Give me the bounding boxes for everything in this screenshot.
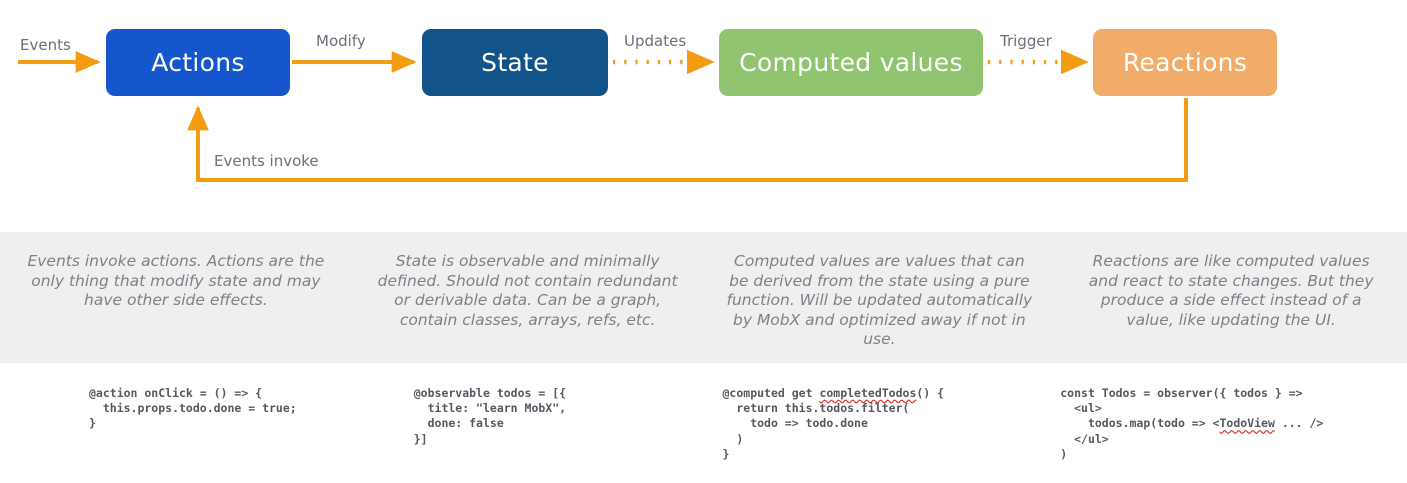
code-sample-reactions: const Todos = observer({ todos } => <ul>… (1060, 386, 1324, 461)
node-state[interactable]: State (422, 29, 608, 96)
description-text-reactions: Reactions are like computed values and r… (1088, 252, 1374, 329)
description-text-state: State is observable and minimally define… (377, 252, 678, 329)
description-text-actions: Events invoke actions. Actions are the o… (27, 252, 325, 309)
code-column-computed-values: @computed get completedTodos() { return … (704, 386, 1056, 483)
node-computed-values[interactable]: Computed values (719, 29, 983, 96)
arrow-reactions-to-actions-feedback (187, 98, 1188, 182)
node-reactions[interactable]: Reactions (1093, 29, 1277, 96)
code-sample-actions: @action onClick = () => { this.props.tod… (89, 386, 297, 431)
description-column-state: State is observable and minimally define… (352, 232, 704, 363)
description-column-actions: Events invoke actions. Actions are the o… (0, 232, 352, 363)
node-reactions-label: Reactions (1122, 48, 1248, 77)
edge-label-events: Events (20, 36, 71, 54)
edge-label-updates: Updates (624, 32, 687, 50)
code-sample-state: @observable todos = [{ title: "learn Mob… (413, 386, 567, 446)
code-column-reactions: const Todos = observer({ todos } => <ul>… (1055, 386, 1407, 483)
description-text-computed-values: Computed values are values that can be d… (726, 252, 1033, 348)
code-column-state: @observable todos = [{ title: "learn Mob… (352, 386, 704, 483)
description-band: Events invoke actions. Actions are the o… (0, 232, 1407, 363)
node-computed-values-label: Computed values (739, 48, 963, 77)
edge-label-events-invoke: Events invoke (214, 152, 319, 170)
code-column-actions: @action onClick = () => { this.props.tod… (0, 386, 352, 483)
description-column-reactions: Reactions are like computed values and r… (1055, 232, 1407, 363)
flow-diagram-canvas (18, 49, 1188, 182)
node-state-label: State (481, 48, 549, 77)
node-actions[interactable]: Actions (106, 29, 290, 96)
description-column-computed-values: Computed values are values that can be d… (704, 232, 1056, 363)
code-sample-computed-values: @computed get completedTodos() { return … (722, 386, 945, 461)
code-sample-row: @action onClick = () => { this.props.tod… (0, 386, 1407, 483)
edge-label-trigger: Trigger (1000, 32, 1052, 50)
edge-label-modify: Modify (316, 32, 366, 50)
node-actions-label: Actions (151, 48, 245, 77)
